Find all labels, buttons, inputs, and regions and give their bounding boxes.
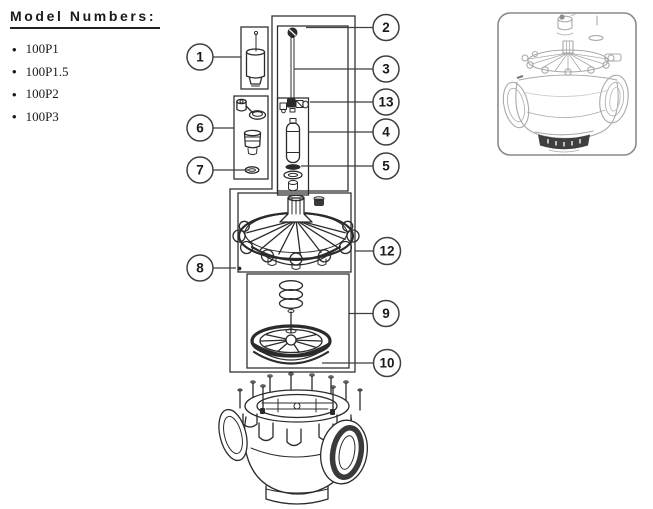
thumb-oval	[588, 35, 604, 41]
bleed-adapter-parts	[279, 98, 309, 114]
svg-text:1: 1	[196, 50, 204, 65]
svg-text:2: 2	[382, 20, 390, 35]
assembled-valve-thumbnail	[497, 12, 637, 156]
model-numbers-heading: Model Numbers:	[10, 8, 161, 29]
callout-2: 2	[306, 13, 400, 42]
callout-4: 4	[308, 118, 400, 146]
svg-text:8: 8	[196, 261, 204, 276]
model-numbers-section: Model Numbers: • 100P1 • 100P1.5 • 100P2 • 1…	[10, 8, 190, 128]
solenoid-box	[240, 26, 269, 90]
diaphragm-box	[246, 273, 350, 369]
callout-6: 6	[186, 114, 234, 142]
outer-box	[229, 15, 356, 373]
model-number-item: • 100P1	[12, 38, 190, 61]
valve-body	[218, 372, 368, 505]
callout-3: 3	[294, 55, 400, 83]
diaphragm-assembly	[250, 309, 332, 365]
callout-5: 5	[301, 152, 400, 180]
model-number-text: 100P1.5	[25, 63, 69, 79]
bonnet-assembly	[232, 194, 360, 270]
callout-1: 1	[186, 43, 241, 71]
thumb-bonnet	[521, 40, 622, 76]
port-plug-dot	[237, 266, 242, 271]
callout-10: 10	[322, 348, 402, 378]
spring-part	[278, 280, 304, 309]
callout-12: 12	[355, 236, 402, 266]
model-number-item: • 100P2	[12, 83, 190, 106]
plunger-part	[285, 118, 301, 164]
svg-text:6: 6	[196, 121, 204, 136]
svg-text:13: 13	[378, 95, 394, 110]
screw-part	[287, 27, 298, 100]
thumb-label-band	[534, 130, 594, 153]
bullet-icon: •	[12, 64, 17, 80]
model-number-item: • 100P1.5	[12, 61, 190, 84]
callout-7: 7	[186, 156, 248, 184]
svg-text:3: 3	[382, 62, 390, 77]
bullet-icon: •	[12, 41, 17, 57]
callout-13: 13	[310, 88, 400, 116]
bonnet-box	[237, 192, 352, 273]
bullet-icon: •	[12, 86, 17, 102]
svg-text:12: 12	[379, 244, 394, 259]
thumbnail-frame	[497, 12, 637, 156]
thumb-solenoid	[556, 14, 576, 36]
model-number-item: • 100P3	[12, 106, 190, 129]
seat-washer-parts	[283, 164, 303, 192]
svg-text:7: 7	[196, 163, 204, 178]
callout-8: 8	[186, 254, 236, 282]
svg-text:10: 10	[379, 356, 394, 371]
bleed-screw-parts	[236, 98, 267, 156]
svg-text:4: 4	[382, 125, 390, 140]
model-numbers-list: • 100P1 • 100P1.5 • 100P2 • 100P3	[12, 38, 190, 128]
bullet-icon: •	[12, 109, 17, 125]
model-number-text: 100P3	[25, 108, 59, 124]
svg-text:5: 5	[382, 159, 390, 174]
callout-9: 9	[349, 299, 400, 328]
model-number-text: 100P2	[25, 86, 59, 102]
solenoid-part	[245, 30, 266, 87]
svg-text:9: 9	[382, 306, 390, 321]
bleed-screw-box	[233, 95, 269, 180]
model-number-text: 100P1	[25, 41, 59, 57]
